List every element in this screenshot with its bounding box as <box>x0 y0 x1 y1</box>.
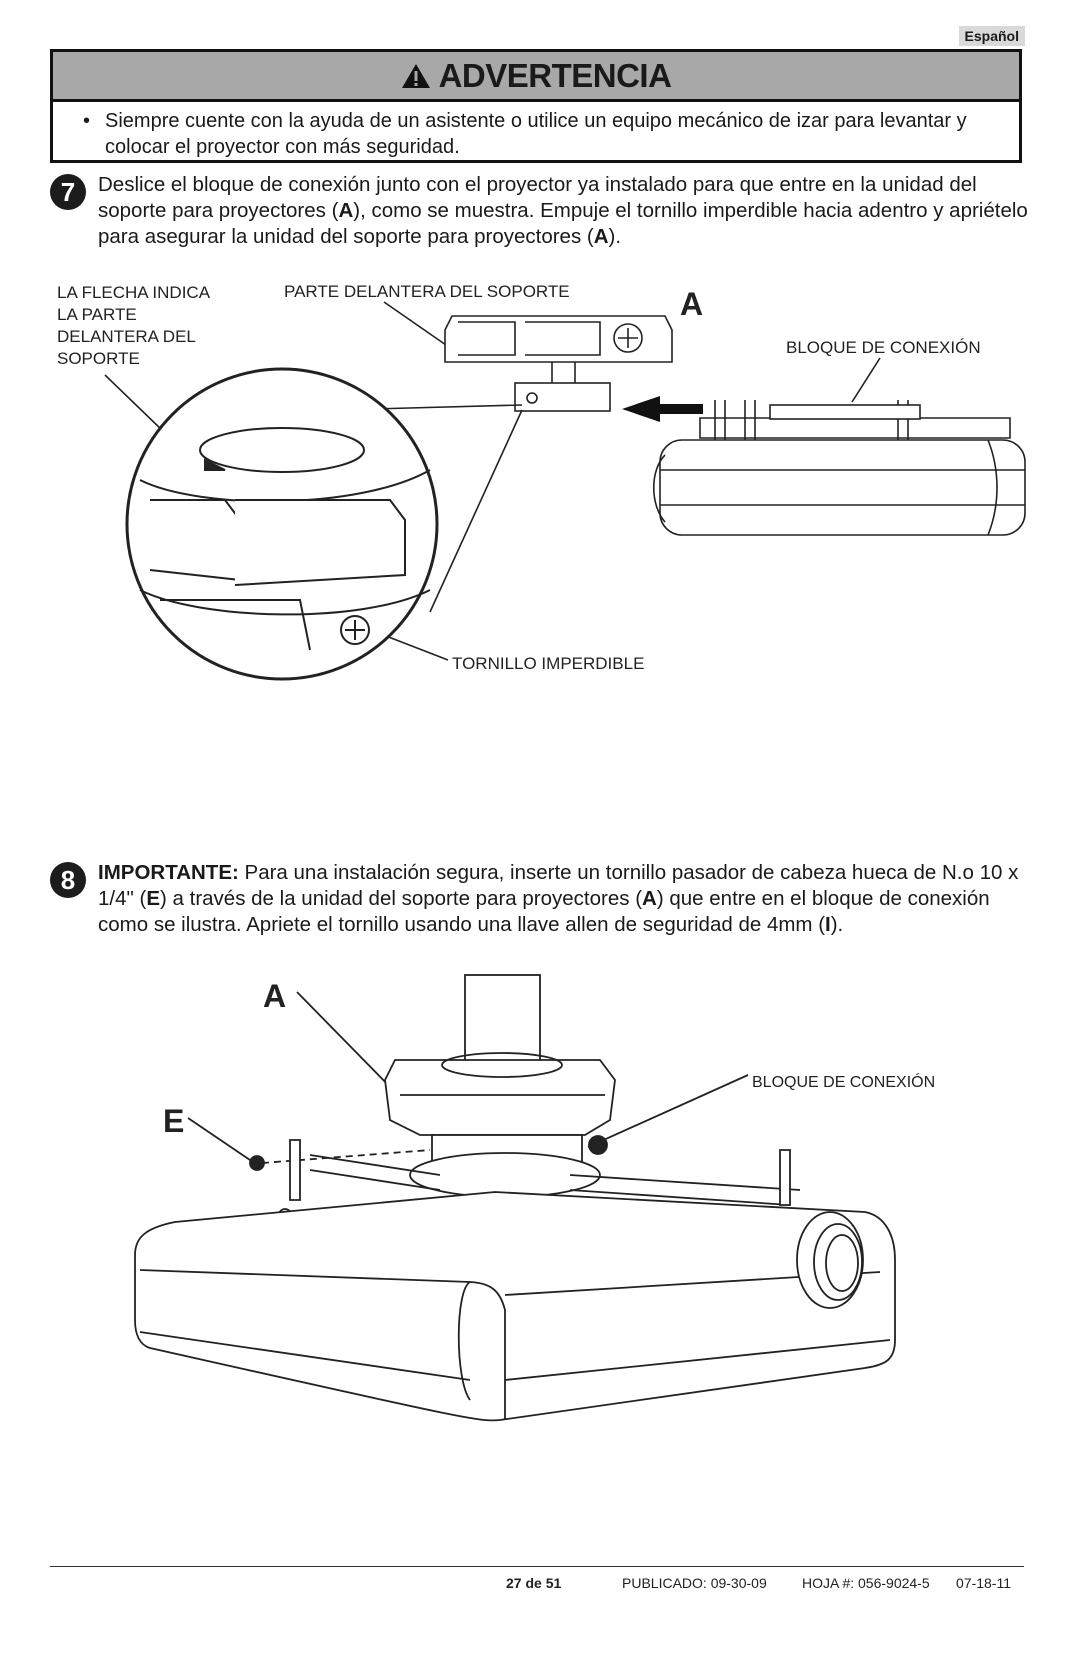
sheet-number: HOJA #: 056-9024-5 <box>802 1575 930 1591</box>
warning-body: • Siempre cuente con la ayuda de un asis… <box>53 102 1019 160</box>
warning-header: ADVERTENCIA <box>53 52 1019 102</box>
warning-box: ADVERTENCIA • Siempre cuente con la ayud… <box>50 49 1022 163</box>
label-letter-a-step8: A <box>263 978 287 1014</box>
step-8: 8 IMPORTANTE: Para una instalación segur… <box>50 860 1030 938</box>
label-captive-screw: TORNILLO IMPERDIBLE <box>452 654 645 673</box>
step-8-illustration <box>134 974 896 1422</box>
step-7-text: Deslice el bloque de conexión junto con … <box>98 173 1028 248</box>
step-7-illustration <box>104 301 1026 681</box>
revision-date: 07-18-11 <box>956 1575 1012 1591</box>
label-arrow-indicates-front: LA FLECHA INDICA LA PARTE DELANTERA DEL … <box>57 283 210 368</box>
warning-title: ADVERTENCIA <box>438 56 672 94</box>
step-8-text: IMPORTANTE: Para una instalación segura,… <box>98 861 1019 936</box>
footer-rule <box>50 1566 1024 1567</box>
step-8-number: 8 <box>50 862 86 898</box>
warning-triangle-icon <box>401 63 430 88</box>
label-front-of-mount: PARTE DELANTERA DEL SOPORTE <box>284 282 570 301</box>
page-number: 27 de 51 <box>506 1575 562 1591</box>
warning-bullet: • <box>83 110 91 132</box>
step-7: 7 Deslice el bloque de conexión junto co… <box>50 172 1030 250</box>
warning-text: Siempre cuente con la ayuda de un asiste… <box>105 110 967 158</box>
label-connection-block-step7: BLOQUE DE CONEXIÓN <box>786 338 981 357</box>
published-date: PUBLICADO: 09-30-09 <box>622 1575 767 1591</box>
step-7-number: 7 <box>50 174 86 210</box>
label-letter-a-step7: A <box>680 286 704 322</box>
label-letter-e: E <box>163 1103 185 1139</box>
label-connection-block-step8: BLOQUE DE CONEXIÓN <box>752 1074 936 1091</box>
language-tag: Español <box>958 26 1025 46</box>
